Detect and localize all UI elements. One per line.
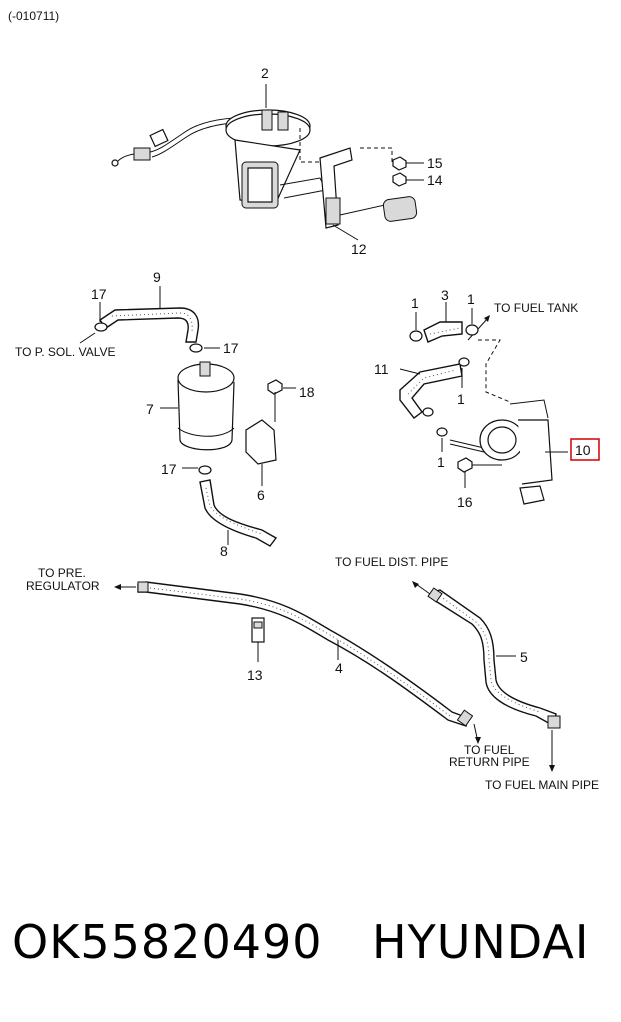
callout-12: 12 bbox=[351, 241, 367, 257]
label-return-pipe: RETURN PIPE bbox=[449, 755, 530, 769]
callout-10: 10 bbox=[575, 442, 591, 458]
label-to-fuel-dist-pipe: TO FUEL DIST. PIPE bbox=[335, 555, 448, 569]
callout-5: 5 bbox=[520, 649, 528, 665]
callout-3: 3 bbox=[441, 287, 449, 303]
label-to-fuel-main-pipe: TO FUEL MAIN PIPE bbox=[485, 778, 599, 792]
callout-2: 2 bbox=[261, 65, 269, 81]
label-regulator: REGULATOR bbox=[26, 579, 100, 593]
part-number: OK55820490 bbox=[12, 915, 323, 969]
callout-1-right: 1 bbox=[467, 291, 475, 307]
callout-16: 16 bbox=[457, 494, 473, 510]
callout-15: 15 bbox=[427, 155, 443, 171]
label-to-p-sol-valve: TO P. SOL. VALVE bbox=[15, 345, 116, 359]
fuel-lines-group bbox=[114, 581, 561, 772]
callout-17-low: 17 bbox=[161, 461, 177, 477]
callout-9: 9 bbox=[153, 269, 161, 285]
callout-1-left: 1 bbox=[411, 295, 419, 311]
callout-7: 7 bbox=[146, 401, 154, 417]
callout-13: 13 bbox=[247, 667, 263, 683]
canister-group bbox=[79, 286, 296, 547]
brand-name: HYUNDAI bbox=[372, 915, 589, 969]
callout-6: 6 bbox=[257, 487, 265, 503]
callout-11: 11 bbox=[374, 361, 389, 377]
callout-17-top: 17 bbox=[91, 286, 107, 302]
callout-10-highlight-box bbox=[570, 438, 600, 461]
callout-18: 18 bbox=[299, 384, 315, 400]
callout-4: 4 bbox=[335, 660, 343, 676]
fuel-pump-assembly bbox=[111, 84, 424, 241]
callout-1-lower: 1 bbox=[437, 454, 445, 470]
fuel-filter-group bbox=[399, 302, 568, 505]
header-code: (-010711) bbox=[8, 9, 59, 23]
label-to-fuel: TO FUEL bbox=[464, 743, 515, 757]
label-to-pre: TO PRE. bbox=[38, 566, 86, 580]
callout-1-mid: 1 bbox=[457, 391, 465, 407]
callout-17-mid: 17 bbox=[223, 340, 239, 356]
callout-14: 14 bbox=[427, 172, 443, 188]
callout-8: 8 bbox=[220, 543, 228, 559]
label-to-fuel-tank: TO FUEL TANK bbox=[494, 301, 578, 315]
